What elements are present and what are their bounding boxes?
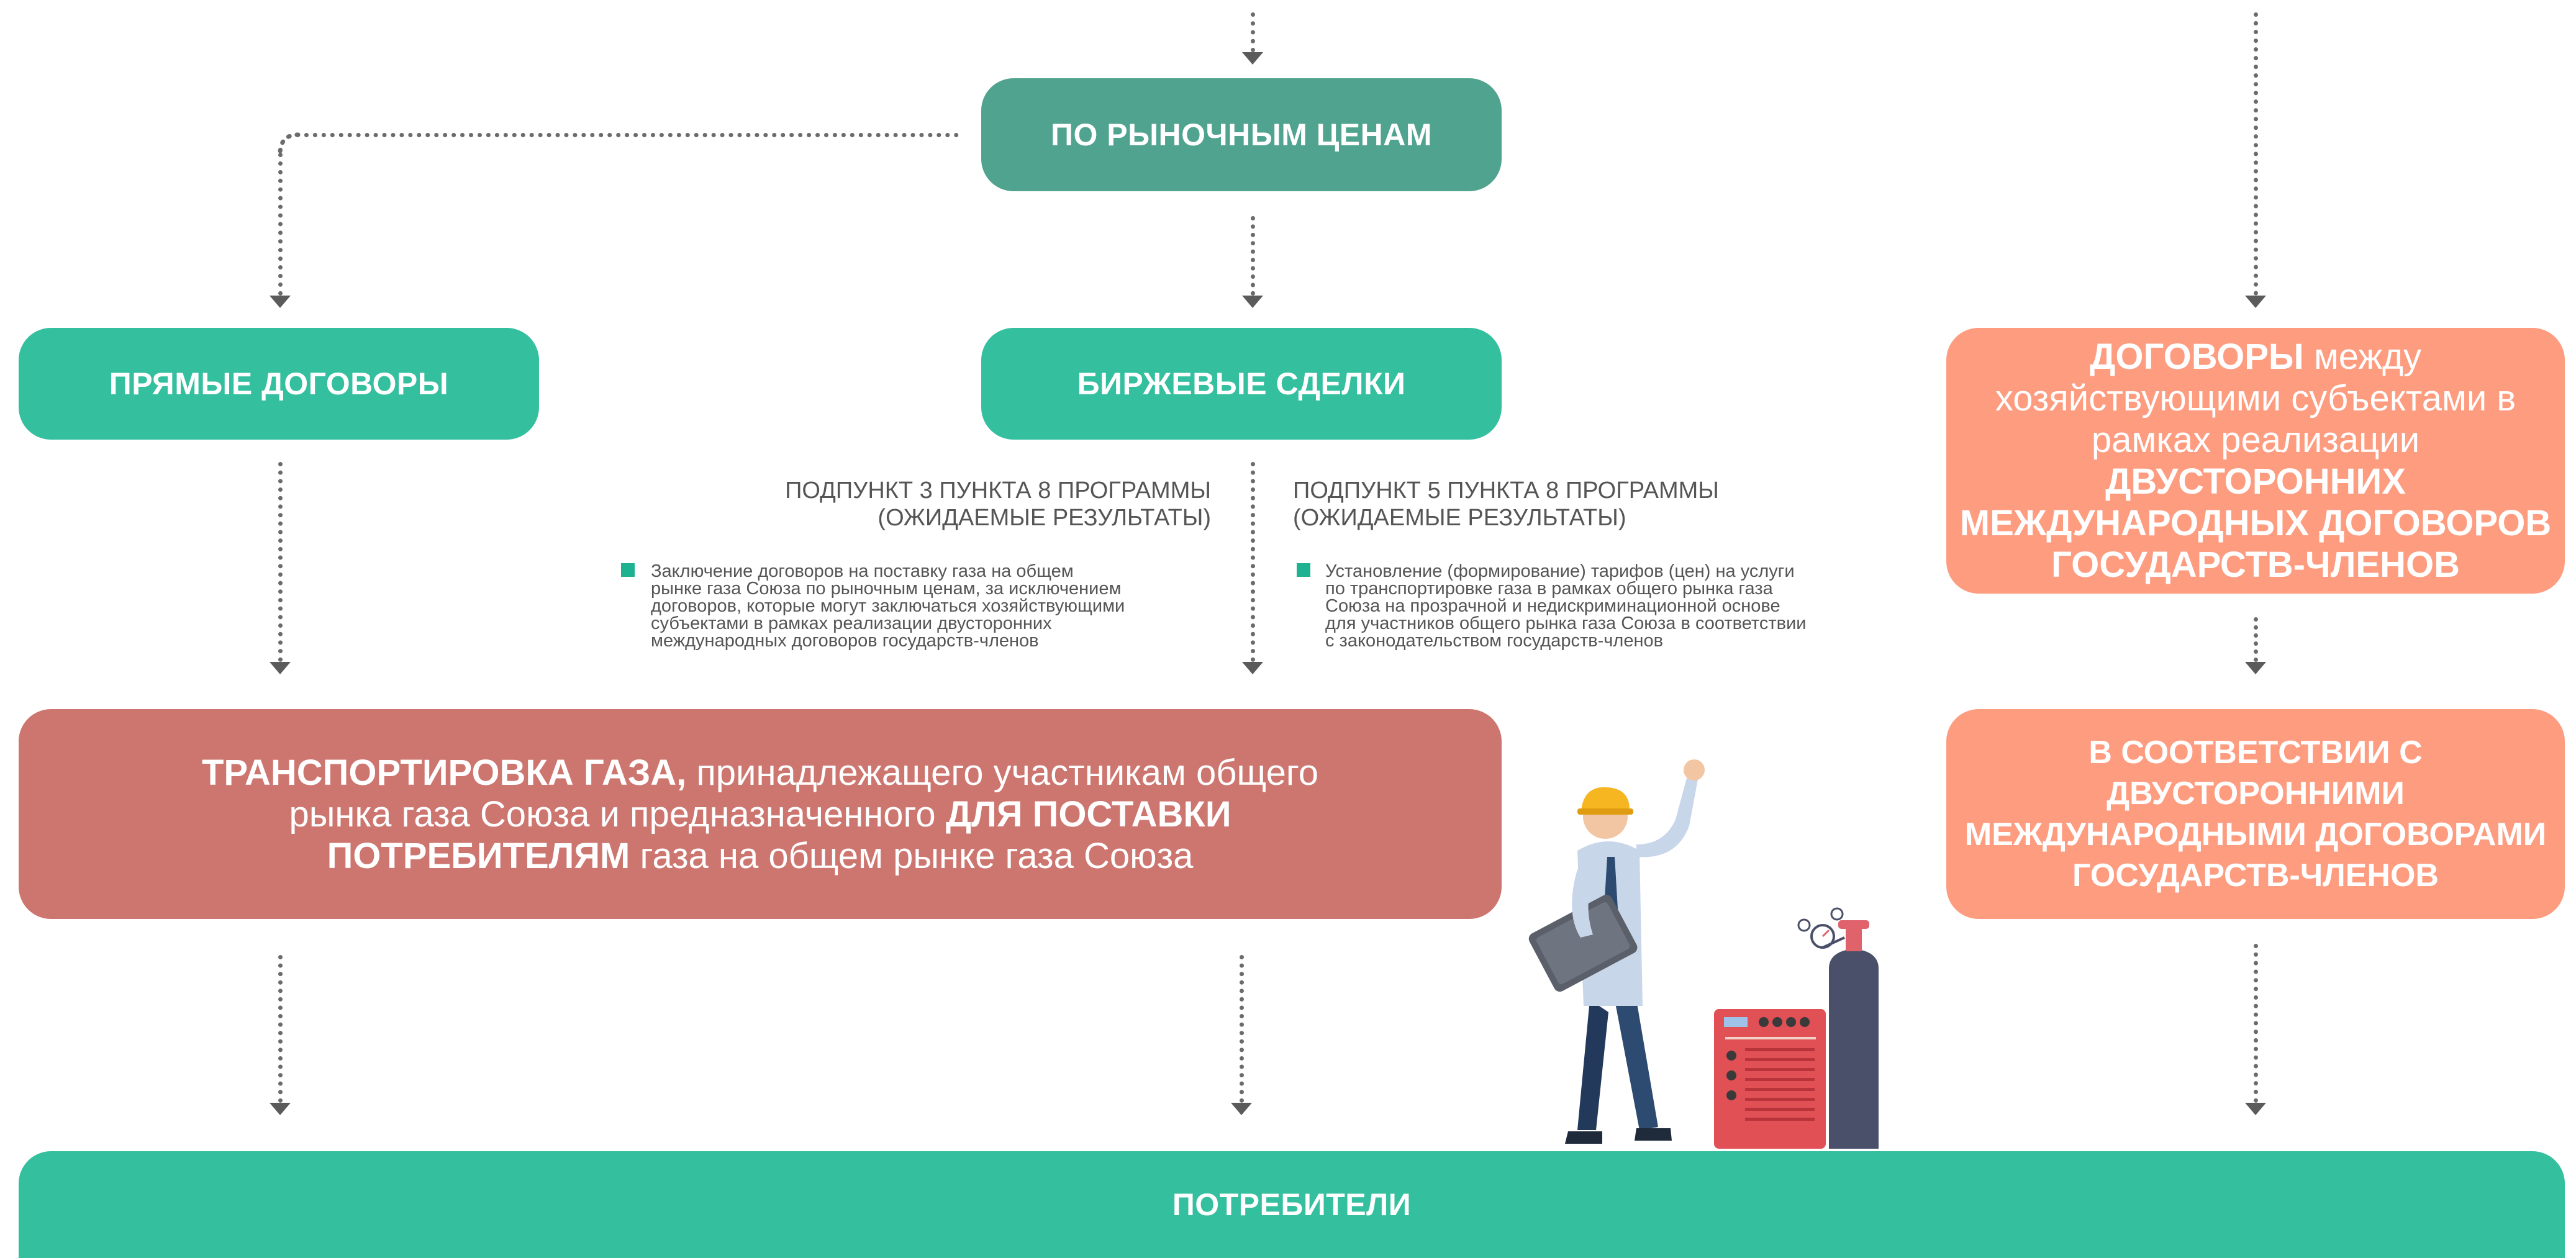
node-text: ТРАНСПОРТИРОВКА ГАЗА, принадлежащего уча…	[155, 752, 1365, 877]
connector-top-right	[2254, 12, 2258, 296]
node-text-bold: ДВУСТОРОННИХ МЕЖДУНАРОДНЫХ ДОГОВОРОВ ГОС…	[1959, 461, 2552, 585]
node-text: В СООТВЕТСТВИИ С ДВУСТОРОННИМИ МЕЖДУНАРО…	[1964, 735, 2547, 894]
connector-center-bottom	[1240, 955, 1244, 1103]
connector-left-corner	[278, 132, 301, 155]
ref-left-note: Заключение договоров на поставку газа на…	[651, 561, 1241, 651]
connector-left-lower	[278, 462, 283, 662]
bullet-square	[621, 563, 635, 577]
node-direct-contracts: ПРЯМЫЕ ДОГОВОРЫ	[19, 328, 539, 440]
engineer-illustration	[1528, 759, 1879, 1149]
gas-equipment-icon	[1714, 1009, 1826, 1149]
arrow-head	[2245, 296, 2266, 308]
node-text-regular: принадлежащего участникам общего рынка г…	[289, 752, 1318, 835]
connector-left-bottom	[278, 955, 283, 1103]
node-text-regular: между хозяйствующими субъектами в рамках…	[1995, 337, 2516, 460]
bullet-square	[1297, 563, 1310, 577]
ref-line: ПОДПУНКТ 3 ПУНКТА 8 ПРОГРАММЫ	[785, 477, 1211, 504]
arrow-head	[270, 296, 291, 308]
note-line: Установление (формирование) тарифов (цен…	[1325, 561, 1795, 581]
connector-right-mid	[2254, 617, 2258, 662]
arrow-head	[270, 662, 291, 674]
connector-left-horizontal	[296, 133, 959, 137]
arrow-head	[1242, 52, 1263, 65]
arrow-head	[2245, 1103, 2266, 1115]
note-line: Союза на прозрачной и недискриминационно…	[1325, 596, 1780, 616]
note-line: для участников общего рынка газа Союза в…	[1325, 613, 1807, 633]
gas-cylinder-icon	[1829, 920, 1879, 1149]
note-line: международных договоров государств-члено…	[651, 631, 1039, 651]
ref-left-title: ПОДПУНКТ 3 ПУНКТА 8 ПРОГРАММЫ (ОЖИДАЕМЫЕ…	[702, 477, 1211, 532]
node-text: ДОГОВОРЫ между хозяйствующими субъектами…	[1959, 336, 2552, 586]
ref-right-title: ПОДПУНКТ 5 ПУНКТА 8 ПРОГРАММЫ (ОЖИДАЕМЫЕ…	[1293, 477, 1852, 532]
node-text-regular: газа на общем рынке газа Союза	[630, 835, 1194, 876]
node-exchange-deals: БИРЖЕВЫЕ СДЕЛКИ	[981, 328, 1502, 440]
arrow-head	[2245, 662, 2266, 674]
node-contracts-between-entities: ДОГОВОРЫ между хозяйствующими субъектами…	[1946, 328, 2565, 594]
node-label: ПРЯМЫЕ ДОГОВОРЫ	[109, 366, 449, 401]
node-label: БИРЖЕВЫЕ СДЕЛКИ	[1077, 366, 1406, 401]
node-text-bold: ДОГОВОРЫ	[2090, 337, 2304, 377]
node-text-bold: ТРАНСПОРТИРОВКА ГАЗА,	[202, 752, 687, 793]
node-consumers: ПОТРЕБИТЕЛИ	[19, 1151, 2565, 1258]
note-line: с законодательством государств-членов	[1325, 631, 1664, 651]
connector-top-center	[1251, 12, 1255, 52]
connector-left-vertical	[278, 153, 283, 296]
node-label: ПО РЫНОЧНЫМ ЦЕНАМ	[1051, 117, 1432, 152]
ref-right-note: Установление (формирование) тарифов (цен…	[1325, 561, 1934, 651]
connector-center-mid	[1251, 216, 1255, 296]
node-per-bilateral-agreements: В СООТВЕТСТВИИ С ДВУСТОРОННИМИ МЕЖДУНАРО…	[1946, 709, 2565, 919]
ref-line: (ОЖИДАЕМЫЕ РЕЗУЛЬТАТЫ)	[878, 505, 1211, 531]
arrow-head	[270, 1103, 291, 1115]
node-market-prices: ПО РЫНОЧНЫМ ЦЕНАМ	[981, 78, 1502, 191]
pressure-gauge-icon	[1797, 907, 1845, 949]
note-line: субъектами в рамках реализации двусторон…	[651, 613, 1052, 633]
connector-right-bottom	[2254, 944, 2258, 1103]
node-text-bold: ДЛЯ ПОСТАВКИ ПОТРЕБИТЕЛЯМ	[327, 794, 1231, 876]
note-line: по транспортировке газа в рамках общего …	[1325, 579, 1773, 599]
ref-line: (ОЖИДАЕМЫЕ РЕЗУЛЬТАТЫ)	[1293, 505, 1626, 531]
ref-line: ПОДПУНКТ 5 ПУНКТА 8 ПРОГРАММЫ	[1293, 477, 1719, 504]
node-gas-transportation: ТРАНСПОРТИРОВКА ГАЗА, принадлежащего уча…	[19, 709, 1502, 919]
arrow-head	[1242, 662, 1263, 674]
arrow-head	[1242, 296, 1263, 308]
note-line: договоров, которые могут заключаться хоз…	[651, 596, 1125, 616]
note-line: Заключение договоров на поставку газа на…	[651, 561, 1074, 581]
note-line: рынке газа Союза по рыночным ценам, за и…	[651, 579, 1122, 599]
connector-center-lower	[1251, 462, 1255, 662]
node-label: ПОТРЕБИТЕЛИ	[1172, 1187, 1412, 1222]
arrow-head	[1231, 1103, 1252, 1115]
